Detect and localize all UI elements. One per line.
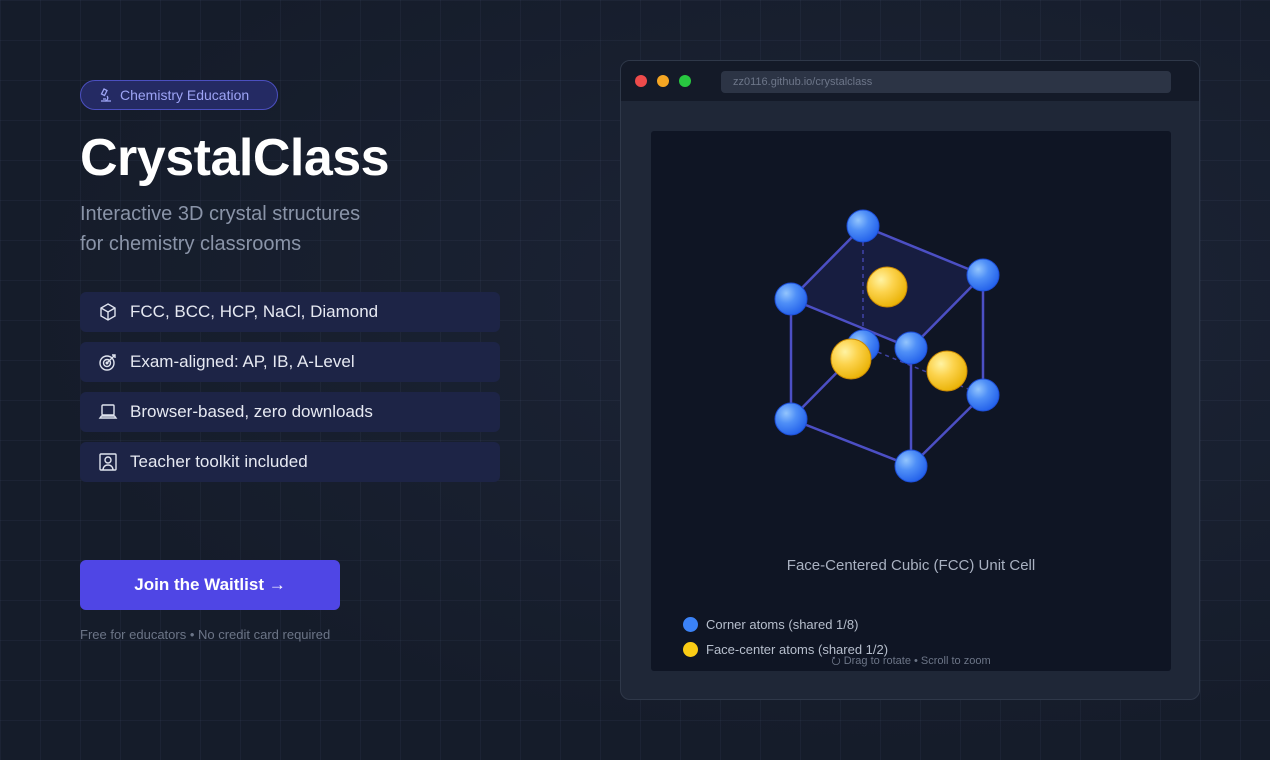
teacher-icon — [99, 453, 117, 471]
maximize-dot-icon — [679, 75, 691, 87]
corner-atom — [894, 331, 928, 365]
subtitle-line-2: for chemistry classrooms — [80, 233, 302, 255]
page-title: CrystalClass — [80, 129, 390, 187]
corner-atom — [894, 449, 928, 483]
browser-window-mockup: zz0116.github.io/crystalclass — [620, 60, 1200, 700]
atom-legend: Corner atoms (shared 1/8) Face-center at… — [683, 612, 888, 662]
cell-edge — [862, 224, 984, 277]
badge-label: Chemistry Education — [120, 87, 250, 103]
hidden-edge — [862, 345, 984, 396]
cta-note: Free for educators • No credit card requ… — [80, 627, 331, 642]
cell-edge — [790, 297, 912, 350]
feature-label: Teacher toolkit included — [130, 452, 308, 471]
page-subtitle: Interactive 3D crystal structures for ch… — [80, 199, 360, 259]
structure-caption: Face-Centered Cubic (FCC) Unit Cell — [786, 557, 1036, 574]
close-dot-icon — [635, 75, 647, 87]
feature-label: Browser-based, zero downloads — [130, 402, 373, 421]
face-center-atom — [926, 350, 968, 392]
corner-atom-swatch-icon — [683, 617, 698, 632]
feature-label: Exam-aligned: AP, IB, A-Level — [130, 352, 355, 371]
feature-label: FCC, BCC, HCP, NaCl, Diamond — [130, 302, 379, 321]
cell-edge — [910, 274, 984, 349]
cube-icon — [100, 303, 116, 321]
corner-atom — [966, 258, 1000, 292]
feature-item: Browser-based, zero downloads — [80, 392, 500, 432]
cell-edge — [790, 225, 864, 300]
corner-atom — [774, 282, 808, 316]
address-bar: zz0116.github.io/crystalclass — [721, 71, 1171, 93]
legend-label: Corner atoms (shared 1/8) — [706, 617, 859, 632]
cell-edge — [910, 394, 984, 467]
crystal-viewport[interactable]: Face-Centered Cubic (FCC) Unit Cell Corn… — [651, 131, 1171, 671]
browser-titlebar: zz0116.github.io/crystalclass — [621, 61, 1199, 101]
legend-item: Corner atoms (shared 1/8) — [683, 612, 888, 637]
subtitle-line-1: Interactive 3D crystal structures — [80, 203, 361, 225]
face-center-atom — [866, 266, 908, 308]
join-waitlist-button[interactable]: Join the Waitlist → — [80, 560, 340, 610]
corner-atom — [846, 209, 880, 243]
feature-item: FCC, BCC, HCP, NaCl, Diamond — [80, 292, 500, 332]
interaction-hint: ⭮ Drag to rotate • Scroll to zoom — [831, 655, 991, 667]
microscope-icon — [100, 88, 111, 102]
target-icon — [99, 354, 116, 371]
minimize-dot-icon — [657, 75, 669, 87]
face-center-atom — [830, 338, 872, 380]
feature-item: Exam-aligned: AP, IB, A-Level — [80, 342, 500, 382]
fcc-unit-cell[interactable] — [651, 131, 1171, 671]
face-atom-swatch-icon — [683, 642, 698, 657]
legend-label: Face-center atoms (shared 1/2) — [706, 642, 889, 657]
feature-item: Teacher toolkit included — [80, 442, 500, 482]
laptop-icon — [98, 404, 118, 419]
corner-atom — [774, 402, 808, 436]
feature-list: FCC, BCC, HCP, NaCl, Diamond Exam-aligne… — [80, 292, 500, 492]
category-badge: Chemistry Education — [80, 80, 278, 110]
corner-atom — [966, 378, 1000, 412]
cell-edge — [790, 417, 912, 468]
legend-item: Face-center atoms (shared 1/2) — [683, 637, 888, 662]
